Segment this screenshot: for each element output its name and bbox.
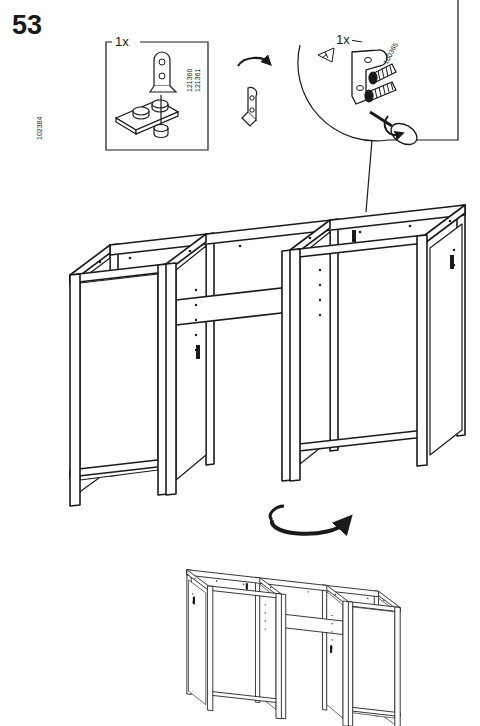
quantity-label: 1x <box>113 35 131 48</box>
part-number: 121361 <box>194 69 201 92</box>
part-number: 121360 <box>186 69 193 92</box>
step-number: 53 <box>12 12 42 39</box>
part-number: 102384 <box>36 117 43 140</box>
quantity-label: 1x <box>334 33 352 46</box>
